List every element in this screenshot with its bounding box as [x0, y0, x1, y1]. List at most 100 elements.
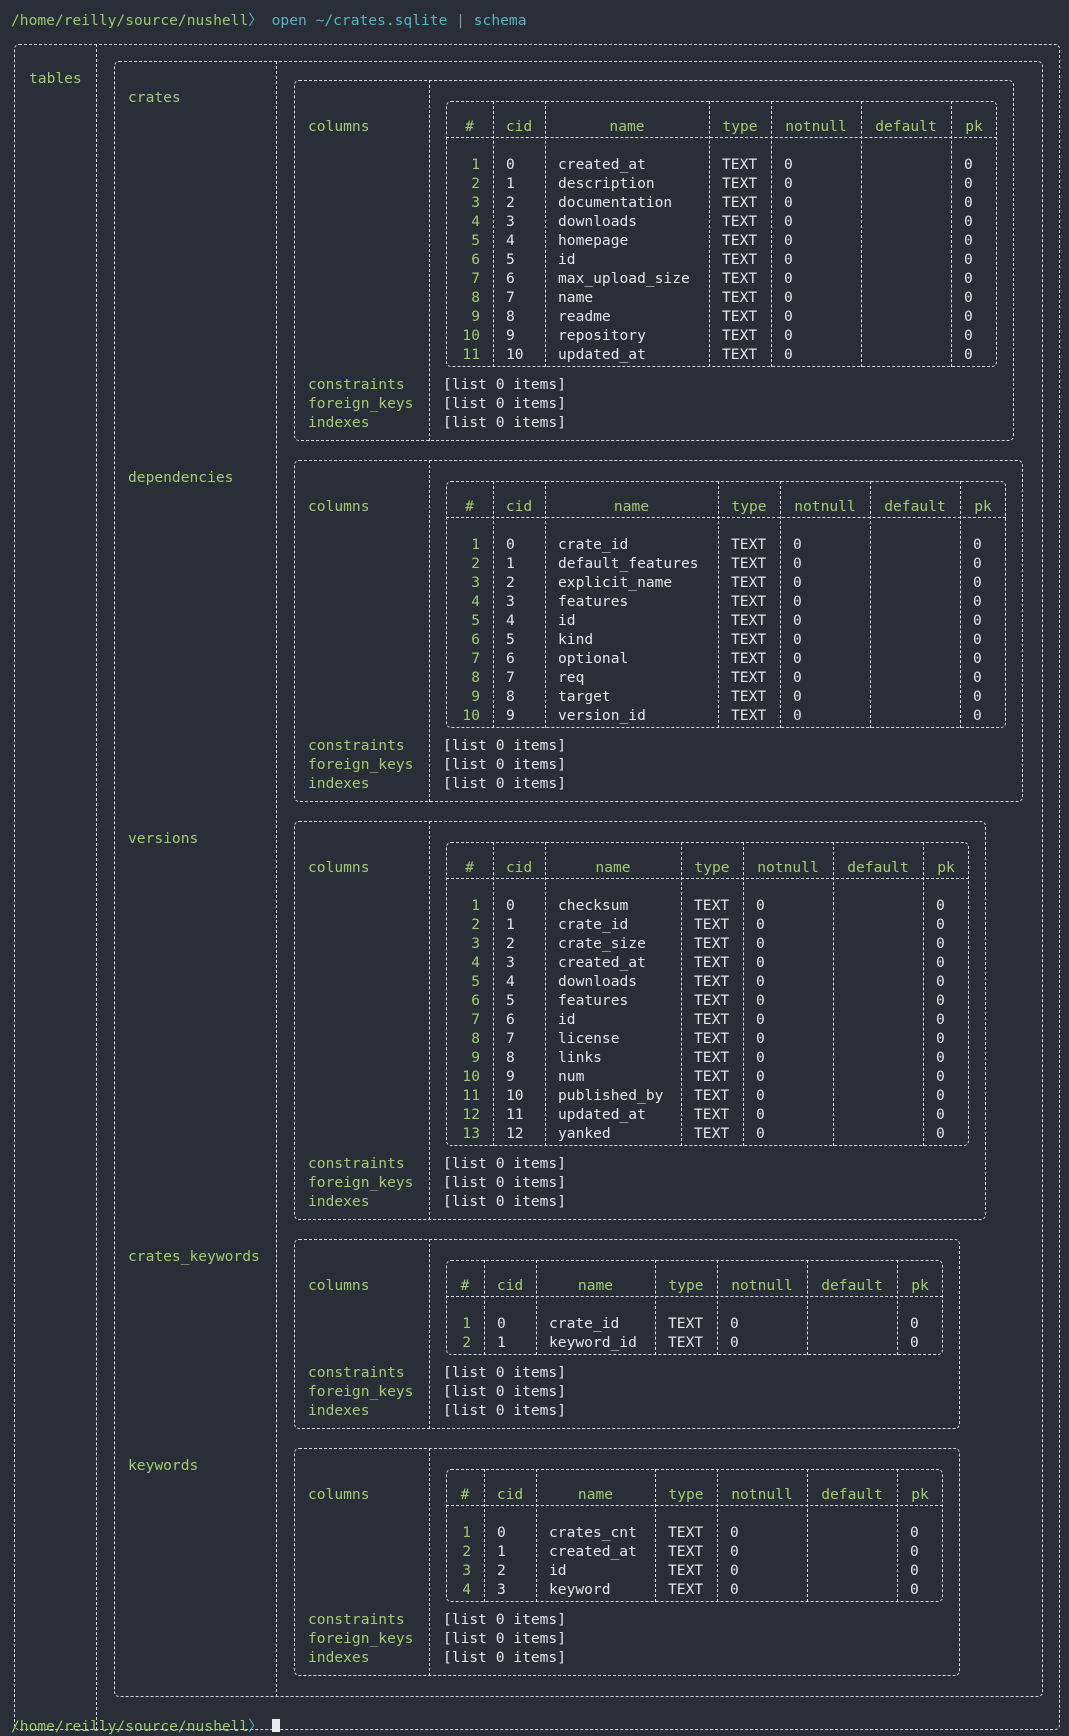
- cell-notnull: 0: [756, 1068, 765, 1085]
- table-name-crates[interactable]: crates: [128, 89, 181, 106]
- cell-type: TEXT: [694, 1030, 730, 1047]
- column-header-default[interactable]: default: [847, 859, 909, 876]
- column-header-idx[interactable]: #: [460, 1277, 470, 1294]
- cell-notnull: 0: [784, 156, 793, 173]
- column-header-type[interactable]: type: [694, 859, 730, 876]
- cell-notnull: 0: [793, 574, 802, 591]
- column-header-type[interactable]: type: [731, 498, 767, 515]
- column-header-notnull[interactable]: notnull: [785, 118, 847, 135]
- cell-pk: 0: [973, 536, 982, 553]
- column-divider: [780, 481, 781, 728]
- column-divider: [718, 481, 719, 728]
- column-divider: [484, 1469, 485, 1602]
- table-name-keywords[interactable]: keywords: [128, 1457, 199, 1474]
- cell-type: TEXT: [722, 156, 758, 173]
- cell-pk: 0: [964, 251, 973, 268]
- outer-divider: [96, 44, 97, 1730]
- cell-cid: 0: [506, 536, 515, 553]
- column-header-default[interactable]: default: [821, 1486, 883, 1503]
- column-header-type[interactable]: type: [722, 118, 758, 135]
- column-header-cid[interactable]: cid: [496, 1277, 524, 1294]
- foreign-keys-value: [list 0 items]: [443, 1383, 567, 1400]
- row-index: 10: [462, 707, 480, 724]
- column-divider: [536, 1469, 537, 1602]
- cell-pk: 0: [936, 916, 945, 933]
- column-header-name[interactable]: name: [577, 1486, 614, 1503]
- cell-pk: 0: [973, 707, 982, 724]
- column-header-default[interactable]: default: [821, 1277, 883, 1294]
- column-divider: [743, 842, 744, 1146]
- column-header-name[interactable]: name: [609, 118, 645, 135]
- column-divider: [807, 1260, 808, 1355]
- cell-pk: 0: [964, 175, 973, 192]
- table-name-versions[interactable]: versions: [128, 830, 199, 847]
- column-header-notnull[interactable]: notnull: [757, 859, 819, 876]
- tables-key: tables: [29, 70, 82, 87]
- cell-type: TEXT: [731, 631, 767, 648]
- constraints-value: [list 0 items]: [443, 1611, 567, 1628]
- column-header-notnull[interactable]: notnull: [731, 1486, 793, 1503]
- row-index: 4: [471, 213, 480, 230]
- column-header-cid[interactable]: cid: [505, 118, 533, 135]
- cell-notnull: 0: [784, 251, 793, 268]
- cell-notnull: 0: [756, 954, 765, 971]
- cell-name: id: [558, 612, 576, 629]
- prompt-path: /home/reilly/source/nushell: [11, 12, 249, 29]
- cell-cid: 10: [506, 1087, 524, 1104]
- column-header-type[interactable]: type: [668, 1277, 704, 1294]
- row-index: 1: [462, 1524, 471, 1541]
- column-header-idx[interactable]: #: [465, 859, 474, 876]
- cell-type: TEXT: [722, 213, 758, 230]
- cell-type: TEXT: [722, 346, 758, 363]
- column-header-pk[interactable]: pk: [937, 859, 955, 876]
- cell-type: TEXT: [731, 669, 767, 686]
- column-header-cid[interactable]: cid: [505, 498, 533, 515]
- column-header-name[interactable]: name: [595, 859, 631, 876]
- cell-pk: 0: [910, 1562, 919, 1579]
- next-prompt-line: /home/reilly/source/nushell〉: [11, 1717, 280, 1736]
- column-header-cid[interactable]: cid: [496, 1486, 524, 1503]
- row-index: 8: [471, 669, 480, 686]
- cell-pk: 0: [973, 574, 982, 591]
- row-index: 7: [471, 650, 480, 667]
- row-index: 11: [462, 1087, 480, 1104]
- cell-notnull: 0: [756, 1030, 765, 1047]
- column-header-default[interactable]: default: [884, 498, 946, 515]
- column-header-pk[interactable]: pk: [965, 118, 983, 135]
- cell-cid: 9: [506, 707, 515, 724]
- column-header-pk[interactable]: pk: [911, 1486, 929, 1503]
- column-header-idx[interactable]: #: [460, 1486, 470, 1503]
- column-header-default[interactable]: default: [875, 118, 937, 135]
- column-header-notnull[interactable]: notnull: [794, 498, 856, 515]
- table-name-crates_keywords[interactable]: crates_keywords: [128, 1248, 260, 1265]
- cell-type: TEXT: [694, 1049, 730, 1066]
- cell-pk: 0: [973, 631, 982, 648]
- cell-type: TEXT: [668, 1334, 704, 1351]
- row-index: 2: [462, 1334, 471, 1351]
- constraints-key: constraints: [308, 376, 405, 393]
- cell-type: TEXT: [722, 232, 758, 249]
- cell-name: crate_id: [558, 536, 629, 553]
- foreign-keys-value: [list 0 items]: [443, 1174, 567, 1191]
- cell-cid: 8: [506, 688, 515, 705]
- cursor[interactable]: [271, 1719, 280, 1732]
- cell-pk: 0: [936, 1087, 945, 1104]
- column-header-name[interactable]: name: [577, 1277, 614, 1294]
- cell-name: target: [558, 688, 611, 705]
- column-divider: [484, 1260, 485, 1355]
- column-header-name[interactable]: name: [613, 498, 650, 515]
- column-header-idx[interactable]: #: [465, 118, 474, 135]
- cell-name: max_upload_size: [558, 270, 690, 287]
- column-header-cid[interactable]: cid: [505, 859, 533, 876]
- table-record-divider: [429, 1239, 430, 1429]
- column-header-notnull[interactable]: notnull: [731, 1277, 793, 1294]
- column-header-idx[interactable]: #: [465, 498, 474, 515]
- column-header-pk[interactable]: pk: [974, 498, 992, 515]
- column-header-pk[interactable]: pk: [911, 1277, 929, 1294]
- column-header-type[interactable]: type: [668, 1486, 704, 1503]
- table-name-dependencies[interactable]: dependencies: [128, 469, 234, 486]
- constraints-value: [list 0 items]: [443, 1155, 567, 1172]
- table-record-keywords: [294, 1448, 960, 1676]
- cell-notnull: 0: [756, 1087, 765, 1104]
- foreign-keys-key: foreign_keys: [308, 756, 414, 773]
